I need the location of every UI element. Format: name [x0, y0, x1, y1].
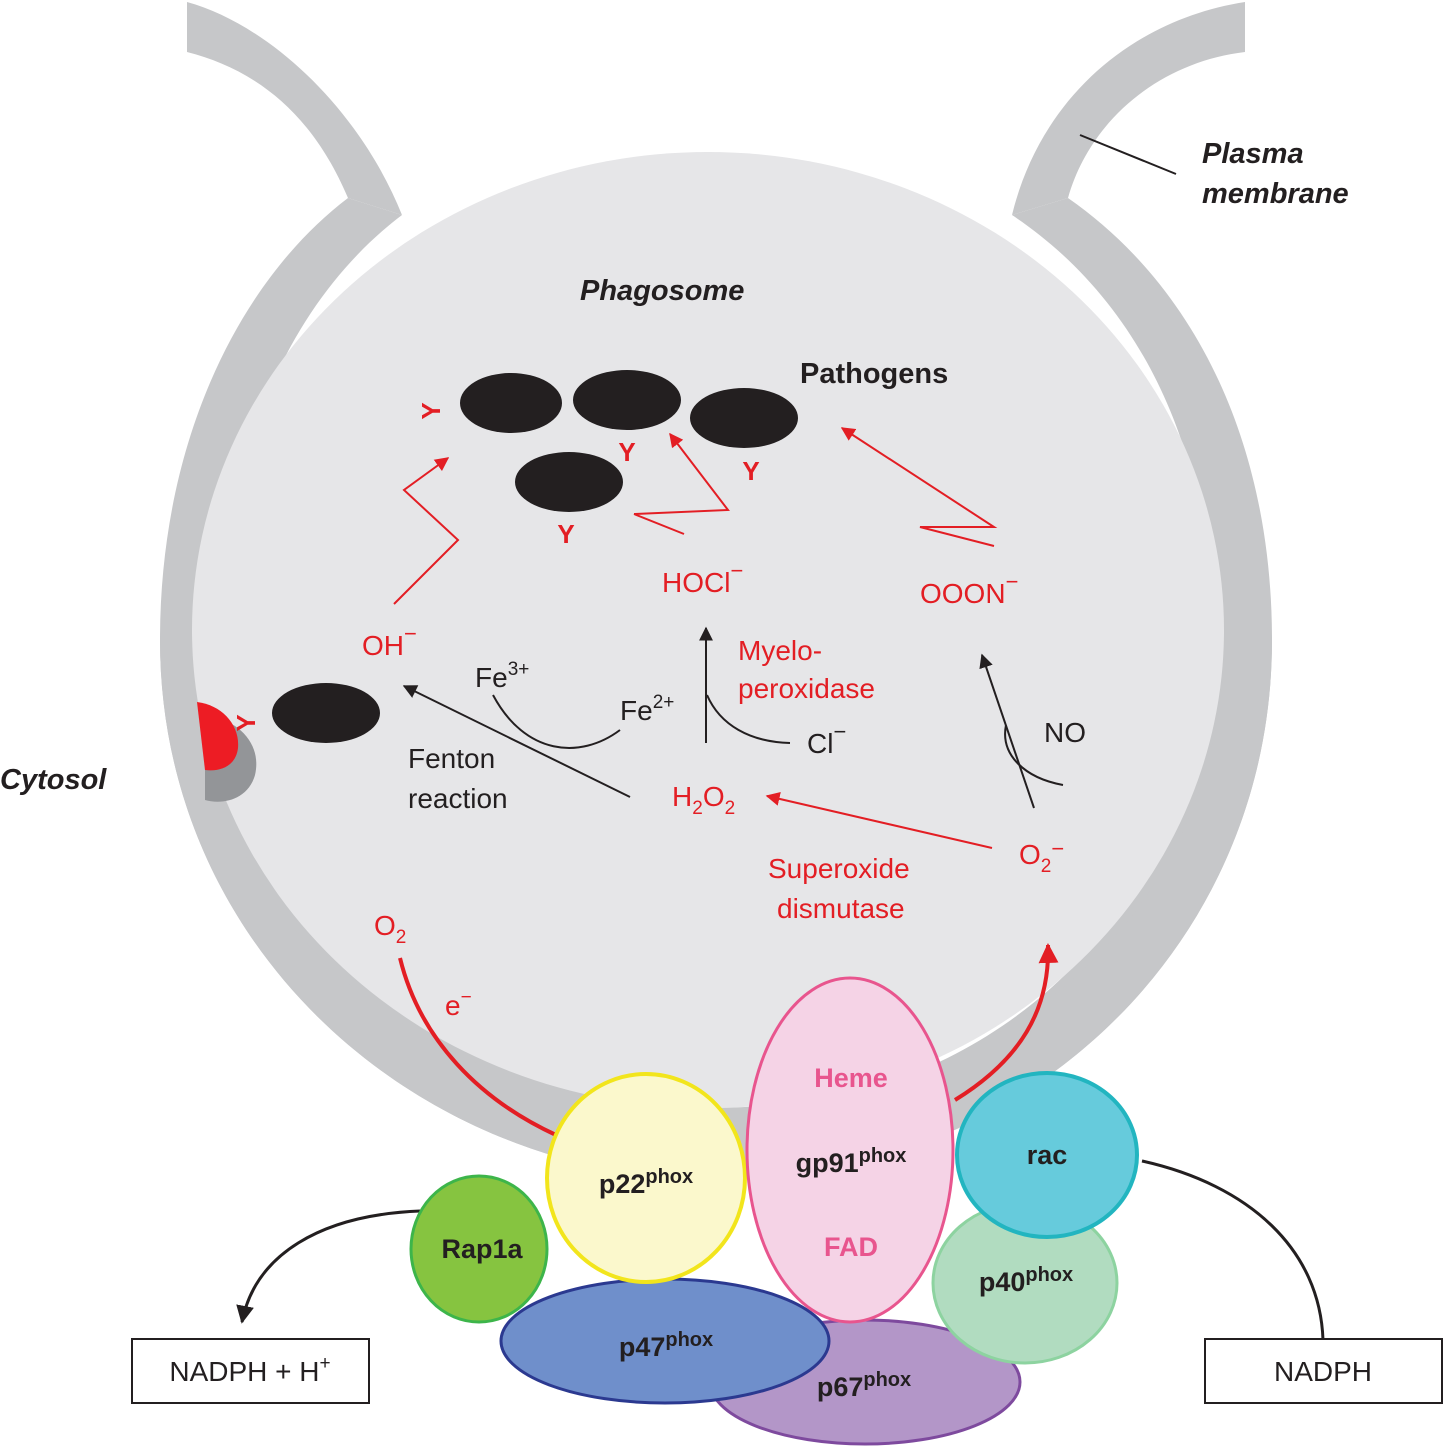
- membrane-cup: [160, 198, 1272, 1180]
- pathogens: [272, 370, 798, 743]
- hydrogen-peroxide-label: H2O2: [672, 781, 735, 819]
- antibody-icon: Y: [231, 714, 261, 731]
- oxygen-label: O2: [374, 910, 406, 948]
- membrane-left-lip: [187, 2, 402, 215]
- hocl-attack-arrow: [633, 432, 730, 515]
- fe-cycle-arc: [492, 694, 621, 749]
- chloride-label: Cl−: [807, 719, 846, 759]
- subunit-rap1a[interactable]: [409, 1174, 549, 1324]
- p67phox-label: p67phox: [817, 1369, 911, 1402]
- peroxynitrite-attack-arrow: [840, 427, 998, 547]
- nadph-product-label: NADPH + H+: [169, 1353, 330, 1387]
- subunit-rac[interactable]: [955, 1071, 1139, 1239]
- plasma-membrane-label: Plasma: [1202, 138, 1304, 170]
- attack-arrows: [393, 427, 998, 605]
- reaction-arrows: [402, 626, 1064, 809]
- pathogen: [515, 452, 623, 512]
- pathogen: [690, 388, 798, 448]
- pathogen: [272, 683, 380, 743]
- pathogen: [573, 370, 681, 430]
- plasma-membrane-label-2: membrane: [1202, 178, 1349, 210]
- mpo-label-2: peroxidase: [738, 673, 875, 704]
- sod-arrow: [765, 792, 993, 849]
- antibody-icon: Y: [742, 456, 759, 486]
- subunit-p22phox[interactable]: [545, 1072, 747, 1284]
- no-arc: [1004, 724, 1064, 786]
- chloride-arc: [706, 694, 791, 744]
- sod-label-2: dismutase: [777, 893, 905, 924]
- peroxynitrite-label: OOON−: [920, 569, 1018, 609]
- antibody-icon: Y: [618, 437, 635, 467]
- membrane-right-lip: [1012, 2, 1245, 215]
- p47phox-label: p47phox: [619, 1329, 713, 1362]
- no-arrow: [979, 653, 1035, 809]
- cytosol-label: Cytosol: [0, 764, 107, 796]
- hydroxyl-label: OH−: [362, 621, 417, 661]
- fenton-label-2: reaction: [408, 783, 508, 814]
- nadph-product-arrow: [236, 1209, 421, 1324]
- gp91phox-label: gp91phox: [796, 1145, 907, 1178]
- membrane-inner-edge: [160, 640, 1272, 1180]
- p40phox-label: p40phox: [979, 1264, 1073, 1297]
- nitric-oxide-label: NO: [1044, 717, 1086, 748]
- electron-transfer-arc-out: [953, 943, 1059, 1102]
- nadph-substrate-line: [1141, 1159, 1325, 1341]
- rac-label: rac: [1027, 1140, 1068, 1170]
- heme-label: Heme: [814, 1063, 888, 1093]
- plasma-membrane: [160, 2, 1272, 1180]
- fenton-arrow: [402, 685, 631, 798]
- hydroxyl-attack-arrow: [393, 457, 460, 605]
- subunit-gp91phox[interactable]: [745, 976, 955, 1324]
- hocl-attack-tail: [633, 513, 685, 535]
- pathogen: [460, 373, 562, 433]
- sod-label: Superoxide: [768, 853, 910, 884]
- nadph-oxidase-complex: [409, 976, 1139, 1446]
- p22phox-label: p22phox: [599, 1166, 693, 1199]
- fenton-label: Fenton: [408, 743, 495, 774]
- nadph-product-box: [131, 1338, 370, 1404]
- membrane-receptor: [197, 702, 257, 802]
- electron-label: e−: [445, 987, 472, 1021]
- ferrous-label: Fe2+: [620, 692, 674, 726]
- rap1a-label: Rap1a: [441, 1234, 523, 1264]
- superoxide-label: O2−: [1019, 836, 1064, 877]
- hypochlorite-label: HOCl−: [662, 558, 743, 598]
- nadph-substrate-label: NADPH: [1274, 1356, 1372, 1387]
- phagosome-label: Phagosome: [580, 275, 744, 307]
- antibody-icon: Y: [416, 402, 446, 419]
- ferric-label: Fe3+: [475, 659, 529, 693]
- nadph-substrate-box: [1204, 1338, 1443, 1404]
- mpo-label: Myelo-: [738, 635, 822, 666]
- fad-label: FAD: [824, 1232, 878, 1262]
- antibody-icon: Y: [557, 519, 574, 549]
- pathogens-label: Pathogens: [800, 358, 948, 390]
- electron-transfer-arc-in: [398, 957, 557, 1137]
- antibodies: Y Y Y Y Y: [231, 402, 760, 731]
- plasma-membrane-pointer: [1079, 134, 1177, 175]
